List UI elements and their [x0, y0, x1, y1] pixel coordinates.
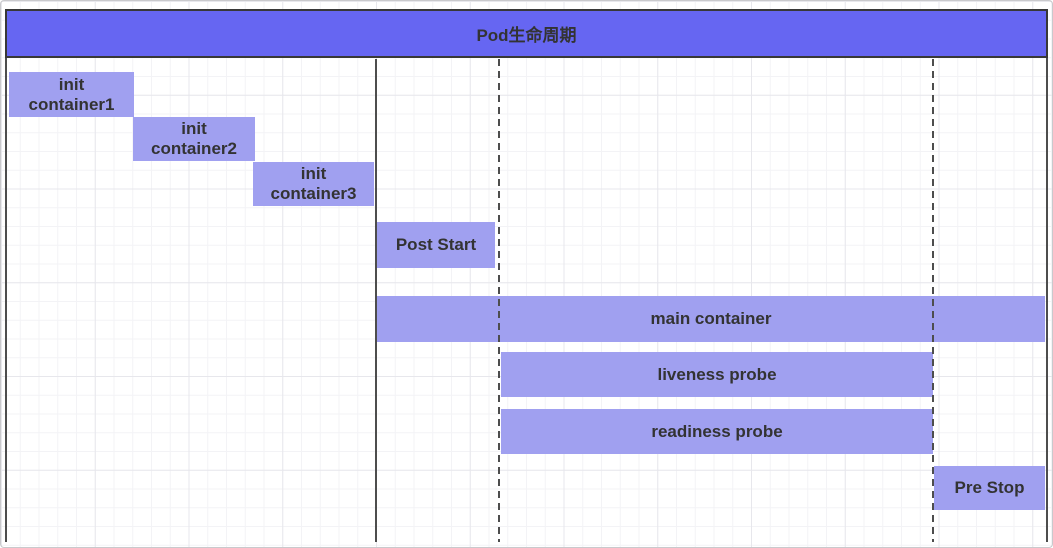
bar-readiness-probe: readiness probe: [501, 409, 933, 454]
bar-init-container2: init container2: [133, 117, 255, 161]
bar-init-container1: init container1: [9, 72, 134, 117]
bar-init-container3: init container3: [253, 162, 374, 206]
init-done-line: [375, 59, 377, 542]
left-edge-line: [5, 58, 7, 542]
bar-main-container: main container: [377, 296, 1045, 342]
bar-liveness-probe: liveness probe: [501, 352, 933, 397]
diagram-title: Pod生命周期: [5, 9, 1048, 58]
bar-post-start: Post Start: [377, 222, 495, 268]
pre-stop-line: [932, 59, 934, 542]
right-edge-line: [1046, 58, 1048, 542]
bar-pre-stop: Pre Stop: [934, 466, 1045, 510]
container-start-line: [498, 59, 500, 542]
